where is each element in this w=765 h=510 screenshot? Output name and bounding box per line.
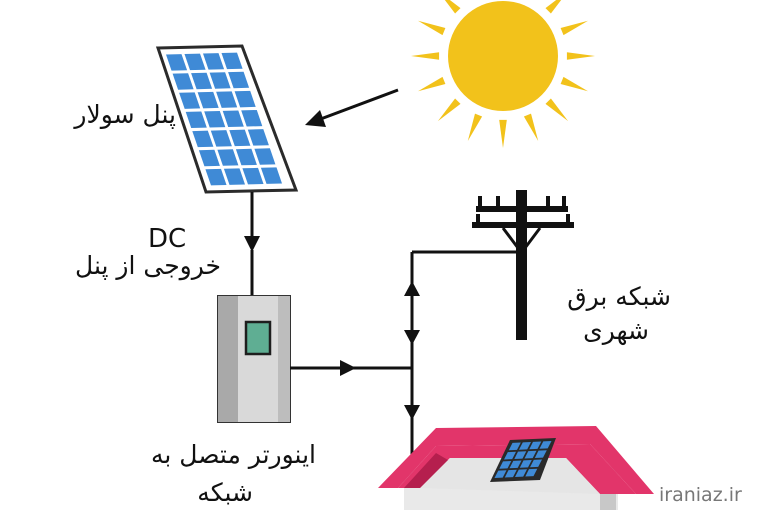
sun-icon: [411, 0, 595, 148]
panel-output-label: خروجی از پنل: [75, 251, 221, 280]
grid-label-line1: شبکه برق: [567, 282, 671, 311]
dc-label: DC: [148, 224, 187, 254]
grid-bus: [404, 250, 521, 455]
utility-pole-icon: [472, 190, 574, 340]
inverter-icon: [217, 295, 291, 423]
grid-label-line2: شهری: [583, 316, 649, 345]
panel-cells: [166, 52, 282, 186]
sunlight-arrow: [305, 88, 399, 127]
solar-panel-label: پنل سولار: [74, 100, 176, 129]
sun-core: [448, 1, 558, 111]
roof-solar-panel-icon: [490, 438, 556, 482]
dc-wire: [244, 192, 260, 296]
house-icon: [378, 426, 654, 510]
inverter-label-line1: اینورتر متصل به: [151, 440, 316, 469]
watermark: iraniaz.ir: [659, 484, 742, 506]
sun-rays: [411, 0, 595, 148]
solar-panel-icon: [155, 44, 299, 194]
ac-wire: [290, 360, 412, 376]
inverter-label-line2: شبکه: [197, 478, 253, 507]
